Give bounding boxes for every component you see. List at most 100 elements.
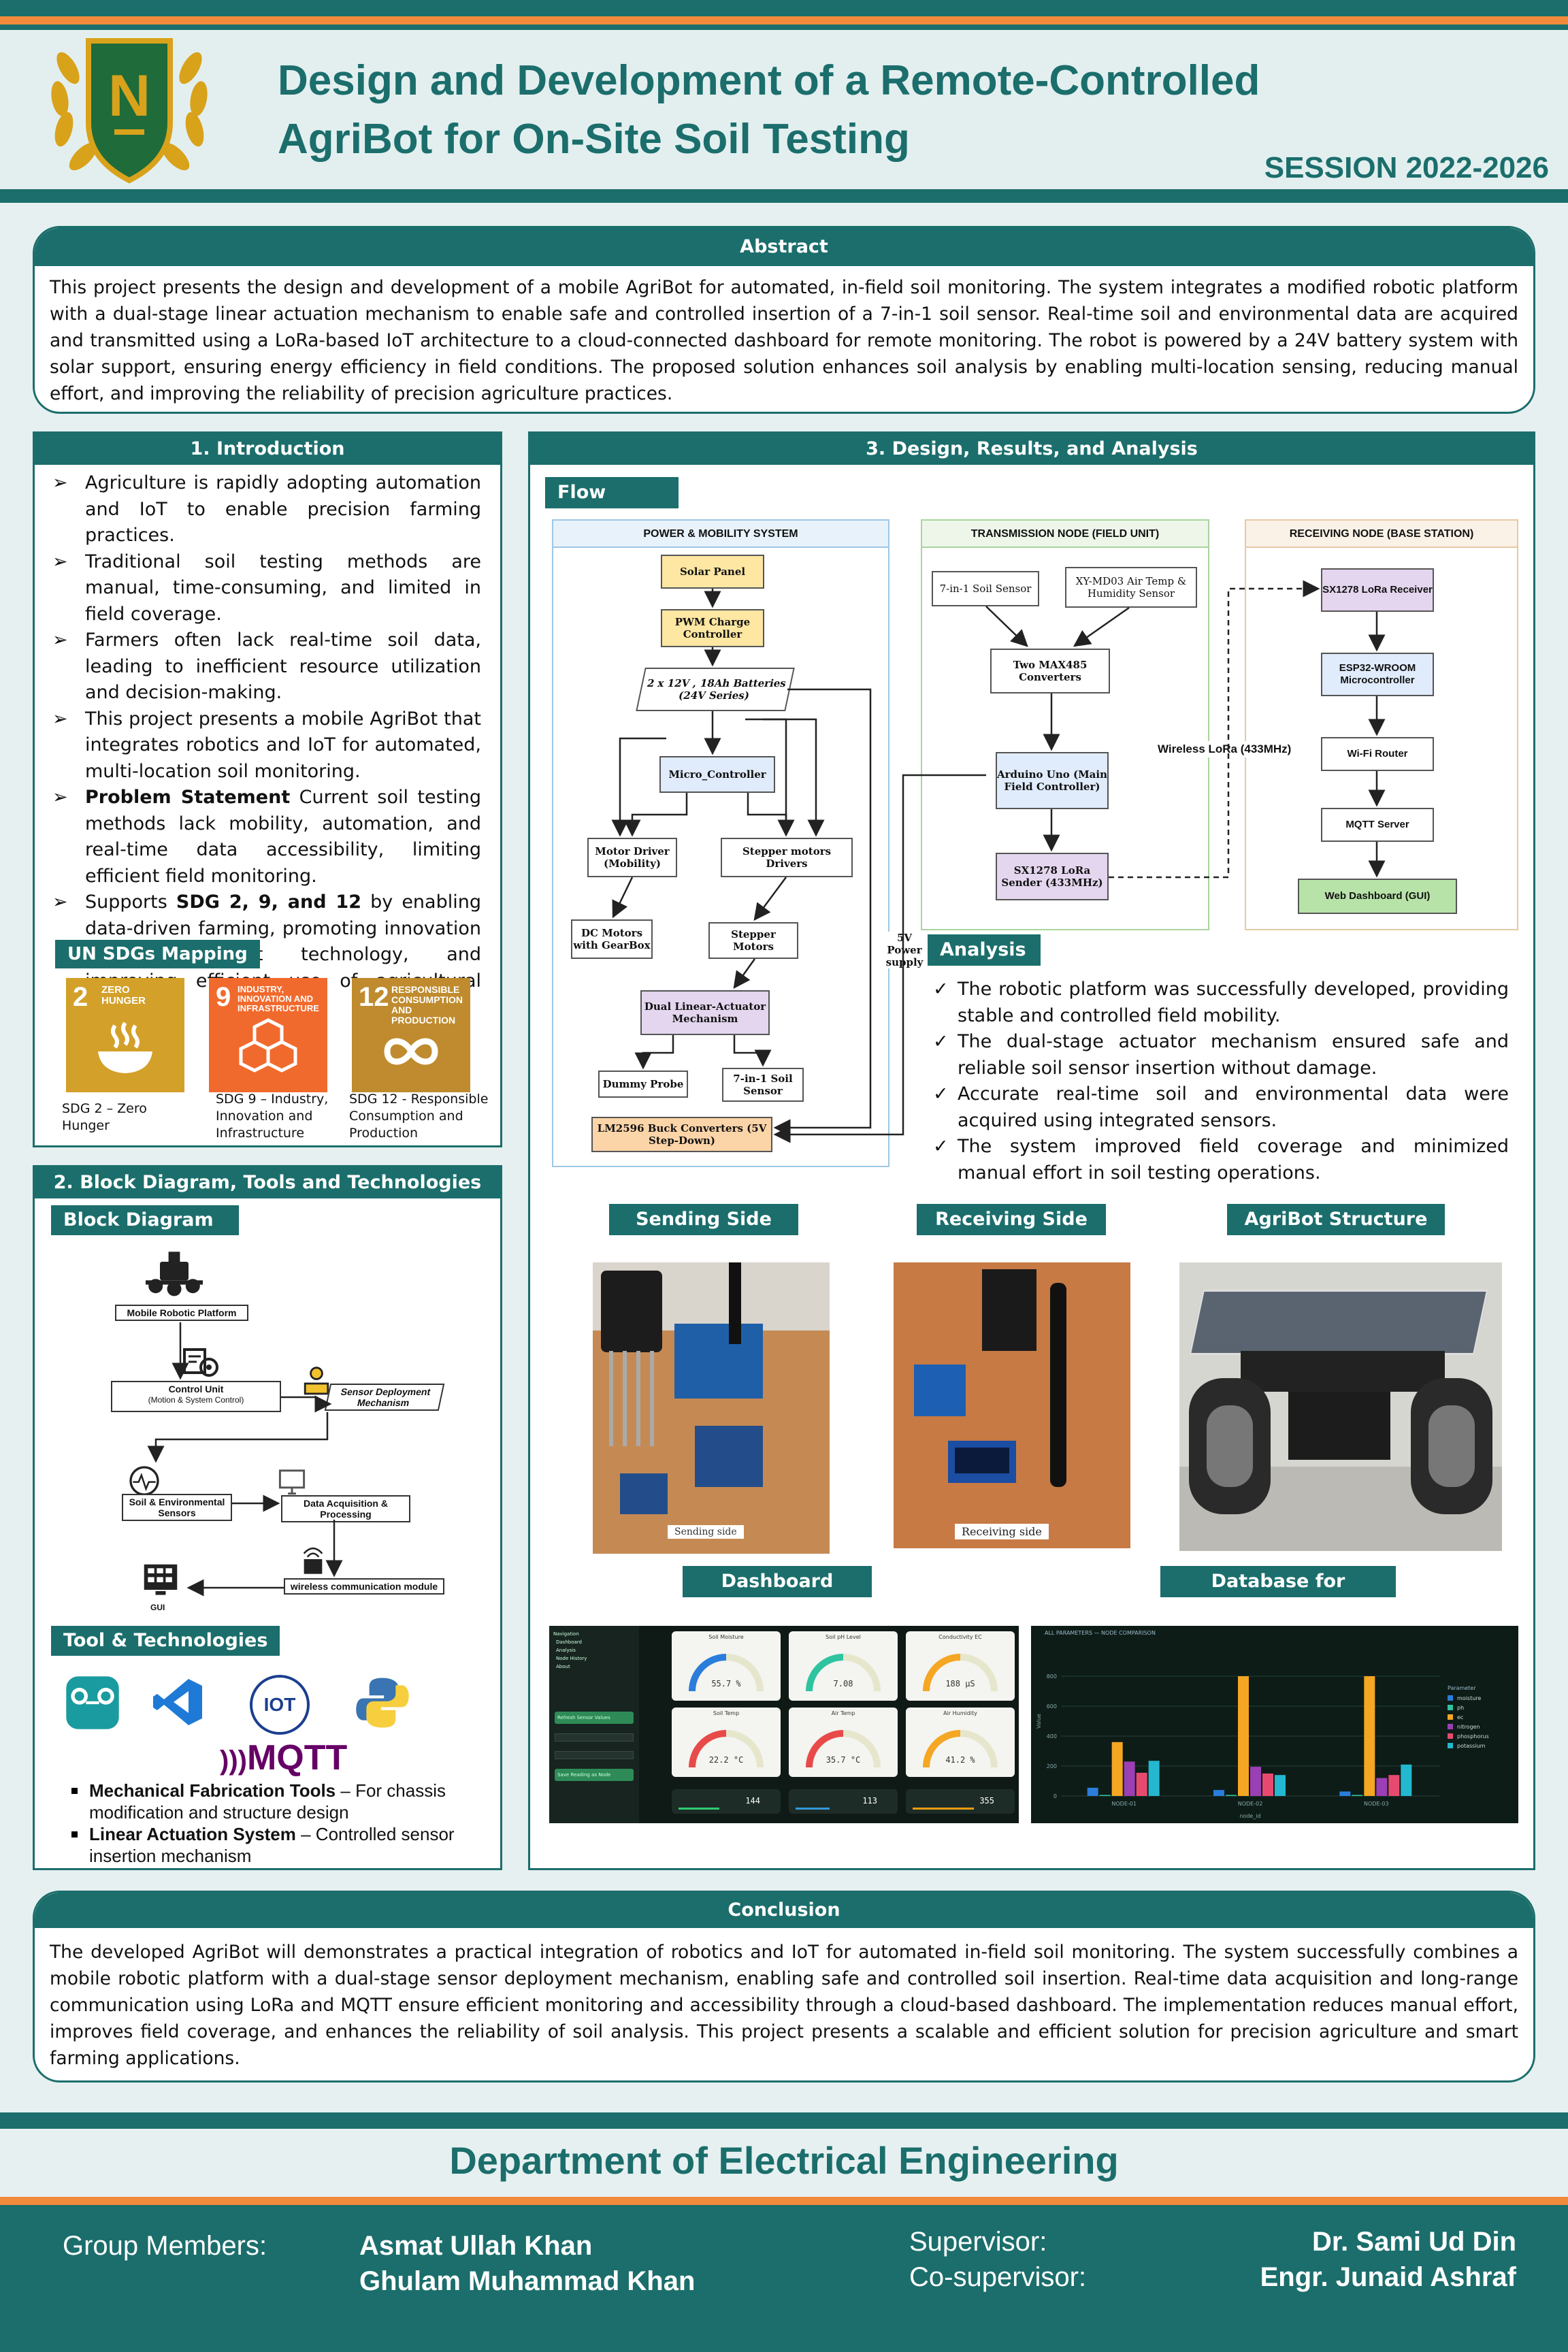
nav-item[interactable]: Node History <box>556 1656 587 1661</box>
dashboard-input[interactable] <box>555 1733 634 1742</box>
gauge-value: 55.7 % <box>711 1679 741 1688</box>
nav-item[interactable]: Dashboard <box>556 1639 582 1645</box>
block-diagram-panel: 2. Block Diagram, Tools and Technologies… <box>33 1165 502 1870</box>
arduino-icon <box>66 1676 119 1729</box>
block-diagram-heading: 2. Block Diagram, Tools and Technologies <box>35 1167 500 1198</box>
gauge-value: 35.7 °C <box>826 1755 861 1765</box>
infinity-icon <box>384 1038 438 1065</box>
fc-xy-md03: XY-MD03 Air Temp & Humidity Sensor <box>1065 567 1197 608</box>
bar <box>1213 1790 1224 1796</box>
introduction-panel: 1. Introduction ➢Agriculture is rapidly … <box>33 431 502 1147</box>
sdg9-tile: 9 INDUSTRY, INNOVATION AND INFRASTRUCTUR… <box>209 978 327 1092</box>
svg-text:N: N <box>108 63 150 129</box>
gauge-label: Soil Temp <box>713 1710 740 1716</box>
fc-max485: Two MAX485 Converters <box>990 649 1110 693</box>
nav-item[interactable]: About <box>556 1664 570 1669</box>
list-item: ✓The robotic platform was successfully d… <box>933 979 1509 1026</box>
fc-solar: Solar Panel <box>661 555 764 589</box>
fc-buck: LM2596 Buck Converters (5V Step-Down) <box>591 1117 772 1152</box>
fc-dummy-probe: Dummy Probe <box>598 1071 688 1098</box>
dashboard-screenshot: Navigation Dashboard Analysis Node Histo… <box>549 1626 1019 1823</box>
legend-swatch <box>1448 1705 1453 1710</box>
bd-gui-label: GUI <box>150 1603 165 1612</box>
fc-dc-motors: DC Motors with GearBox <box>571 919 653 959</box>
x-axis-label: node_id <box>1239 1813 1260 1819</box>
gauge-label: Conductivity EC <box>938 1634 982 1640</box>
list-item: Linear Actuation System – Controlled sen… <box>62 1823 497 1867</box>
gauge-card: Conductivity EC 188 µS <box>906 1631 1015 1701</box>
fc-stepper-driver: Stepper motors Drivers <box>721 838 853 877</box>
gauge-value: 41.2 % <box>945 1755 975 1765</box>
database-tag: Database for Record <box>1160 1566 1396 1623</box>
bd-wireless-module: wireless communication module <box>284 1578 444 1595</box>
gauge-label: Air Temp <box>831 1710 855 1716</box>
introduction-list: ➢Agriculture is rapidly adopting automat… <box>35 465 500 1021</box>
header-line <box>0 189 1568 203</box>
gauge-fill <box>689 1654 727 1692</box>
sending-side-label: Sending side <box>668 1525 744 1539</box>
design-panel: 3. Design, Results, and Analysis Flow Ch… <box>528 431 1535 1870</box>
legend-swatch <box>1448 1714 1453 1720</box>
fc-stepper-motors: Stepper Motors <box>708 922 798 959</box>
top-bar <box>0 0 1568 30</box>
gauge-dial <box>689 1654 764 1692</box>
y-tick-label: 800 <box>1047 1673 1057 1680</box>
abstract-text: This project presents the design and dev… <box>50 277 1518 404</box>
block-diagram-tag: Block Diagram <box>51 1205 239 1235</box>
abstract-panel: Abstract This project presents the desig… <box>33 226 1535 414</box>
legend-swatch <box>1448 1733 1453 1739</box>
vscode-icon <box>153 1679 202 1725</box>
member-1: Asmat Ullah Khan <box>359 2231 593 2261</box>
gauge-value: 22.2 °C <box>708 1755 744 1765</box>
sensor-deploy-icon <box>304 1367 329 1395</box>
x-tick-label: NODE-03 <box>1364 1801 1389 1807</box>
python-icon <box>356 1678 409 1728</box>
gauge-card: Soil Temp 22.2 °C <box>672 1708 781 1777</box>
gauge-fill <box>806 1730 844 1768</box>
tools-list: Mechanical Fabrication Tools – For chass… <box>62 1780 497 1867</box>
bar <box>1148 1761 1160 1796</box>
gauge-dial <box>806 1730 881 1768</box>
bar <box>1087 1787 1098 1796</box>
gauge-label: Soil Moisture <box>708 1634 744 1640</box>
bar <box>1275 1775 1286 1796</box>
iot-icon: IOT <box>250 1675 310 1735</box>
bar <box>1250 1767 1261 1796</box>
fc-micro: Micro_Controller <box>659 756 775 793</box>
antenna-icon <box>303 1547 323 1574</box>
dashboard-input[interactable] <box>555 1751 634 1759</box>
legend-label: ec <box>1457 1714 1463 1720</box>
fc-mqtt-server: MQTT Server <box>1321 808 1434 842</box>
bottom-card: 355 <box>906 1789 1015 1814</box>
nav-item[interactable]: Analysis <box>556 1648 576 1653</box>
receiving-side-label: Receiving side <box>955 1524 1049 1539</box>
legend-label: phosphorus <box>1457 1733 1489 1740</box>
chart-title: ALL PARAMETERS — NODE COMPARISON <box>1045 1630 1156 1636</box>
sending-side-photo: Sending side <box>593 1262 830 1554</box>
sdg12-tile: 12 RESPONSIBLE CONSUMPTION AND PRODUCTIO… <box>352 978 470 1092</box>
gauge-fill <box>806 1654 844 1692</box>
fc-wireless-label: Wireless LoRa (433MHz) <box>1155 741 1294 757</box>
bar <box>1352 1795 1363 1796</box>
x-tick-label: NODE-02 <box>1238 1801 1263 1807</box>
list-item: ✓Accurate real-time soil and environment… <box>933 1083 1509 1131</box>
supervisor-label: Supervisor: <box>909 2227 1047 2257</box>
fc-arduino-uno: Arduino Uno (Main Field Controller) <box>996 752 1109 809</box>
list-item: ➢Traditional soil testing methods are ma… <box>52 551 481 625</box>
list-item: Mechanical Fabrication Tools – For chass… <box>62 1780 497 1823</box>
save-node-button[interactable]: Save Reading as Node <box>555 1769 634 1781</box>
analysis-tag: Analysis <box>928 934 1041 966</box>
gauge-dial <box>689 1730 764 1768</box>
gauge-value: 188 µS <box>945 1679 975 1688</box>
dashboard-tag: Dashboard <box>683 1566 872 1597</box>
legend-label: ph <box>1457 1705 1464 1711</box>
y-axis-label: Value <box>1036 1714 1042 1729</box>
receiving-side-photo: Receiving side <box>894 1262 1130 1548</box>
mqtt-logo: )))MQTT <box>220 1738 348 1778</box>
bottom-card: 113 <box>789 1789 898 1814</box>
gauge-dial <box>923 1730 998 1768</box>
refresh-button[interactable]: Refresh Sensor Values <box>555 1712 634 1724</box>
